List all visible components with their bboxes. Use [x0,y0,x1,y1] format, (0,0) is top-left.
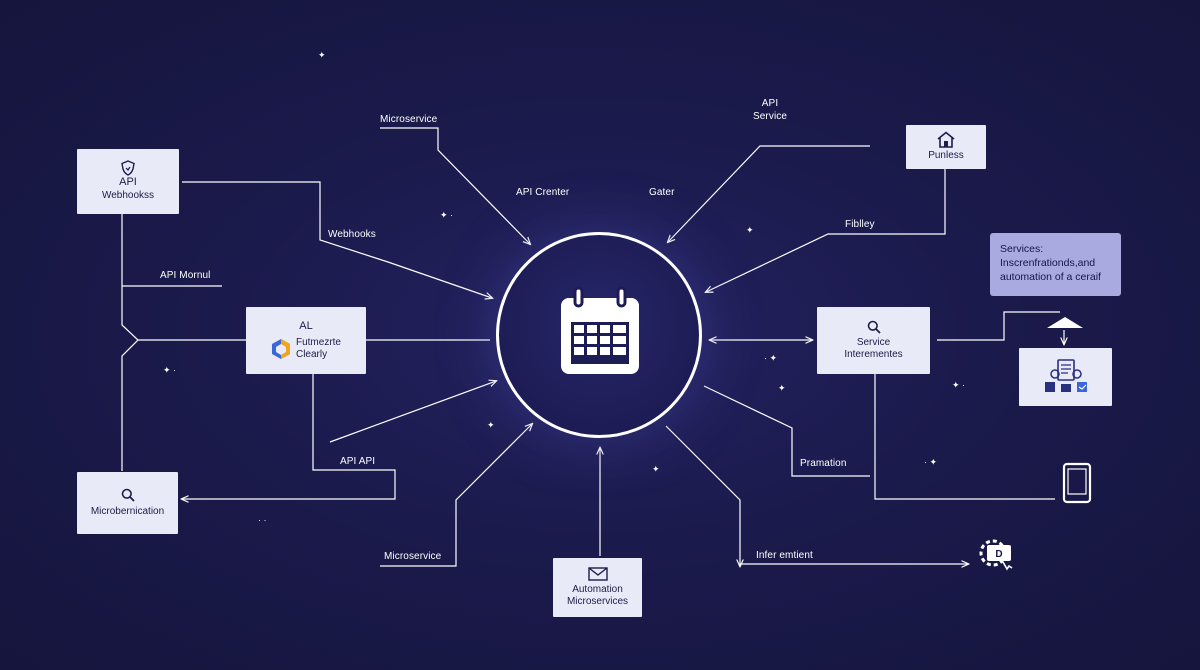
services-card-line2: Inscrenfrationds,and [1000,257,1096,270]
services-card-line3: automation of a ceraif [1000,271,1101,284]
shield-icon [121,160,135,177]
service-line2: Interementes [844,349,903,360]
connector-microservice-top [380,127,530,244]
connector-pramation [703,385,870,477]
star-decoration: ✦ [652,464,660,474]
connector-service-card [937,311,1060,341]
house-icon [936,131,956,149]
label-fiblley: Fiblley [845,219,875,230]
svg-text:D: D [995,549,1002,560]
label-api-crenter: API Crenter [516,187,570,198]
label-infer-emtient: Infer emtient [756,550,813,561]
label-microservice-bottom: Microservice [384,551,442,562]
microbernication-node[interactable]: Microbernication [77,472,178,534]
connector-api-api [329,381,496,443]
label-api-mornul: API Mornul [160,270,211,281]
service-line1: Service [856,336,891,348]
connector-left-trunk [121,214,139,471]
star-decoration: ✦ [318,50,326,60]
label-api-service-2: Service [752,111,788,122]
al-line1: Futmezrte [295,336,341,348]
star-decoration: · · [258,515,267,525]
connector-service-phone [874,374,1055,500]
connector-microservice-bottom [380,424,532,567]
calendar-hub[interactable] [496,232,702,438]
label-webhooks: Webhooks [328,229,376,240]
smartphone-icon[interactable] [1062,462,1092,509]
label-api-service-1: API [761,98,779,109]
api-webhooks-subtitle: Webhookss [101,190,155,202]
star-decoration: · ✦ [764,353,778,363]
connector-api-service [668,145,870,242]
automation-line2: Microservices [566,596,629,607]
api-webhooks-node[interactable]: API Webhookss [77,149,179,214]
mail-icon [587,566,608,581]
device-network-node[interactable] [1019,348,1112,406]
hexagon-logo-icon [271,338,291,360]
label-pramation: Pramation [800,458,847,469]
star-decoration: · ✦ [924,457,938,467]
connector-webhooks [182,181,492,298]
star-decoration: ✦ [487,420,495,430]
label-microservice-top: Microservice [380,114,438,125]
connector-al-micro [182,374,396,499]
star-decoration: ✦ · [163,365,177,375]
al-node[interactable]: AL Futmezrte Clearly [246,307,366,374]
device-network-icon [1041,358,1091,396]
automation-line1: Automation [572,583,623,595]
services-card-line1: Services: [1000,243,1044,255]
gear-badge-icon[interactable]: D [976,536,1014,577]
services-card[interactable]: Services: Inscrenfrationds,and automatio… [990,233,1121,296]
label-gater: Gater [649,187,675,198]
search-icon [867,320,881,334]
search-icon [121,488,135,502]
al-line2: Clearly [295,348,328,360]
triangle-up-icon [1045,316,1085,335]
automation-microservices-node[interactable]: Automation Microservices [553,558,642,617]
punless-node[interactable]: Punless [906,125,986,169]
microbernication-title: Microbernication [90,505,165,517]
connector-infer [665,425,740,566]
punless-title: Punless [928,150,964,162]
connector-punless [706,169,946,292]
star-decoration: ✦ [746,225,754,235]
label-api-api: API API [340,456,376,467]
star-decoration: ✦ [778,383,786,393]
star-decoration: ✦ · [952,380,966,390]
api-webhooks-title: API [119,176,137,189]
star-decoration: ✦ · [440,210,454,220]
calendar-icon [559,286,641,381]
service-interementes-node[interactable]: Service Interementes [817,307,930,374]
al-title: AL [299,320,313,333]
